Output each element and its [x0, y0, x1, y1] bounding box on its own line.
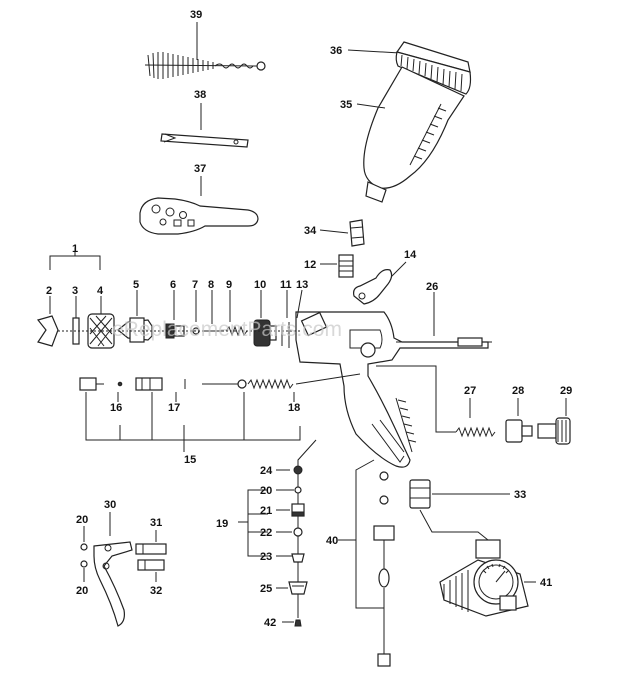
callout-10: 10 — [254, 279, 266, 291]
callout-38: 38 — [194, 89, 206, 101]
callout-11: 11 — [280, 279, 292, 291]
callout-40: 40 — [326, 535, 338, 547]
air-valve-assembly — [79, 373, 361, 452]
callout-37: 37 — [194, 163, 206, 175]
callout-4: 4 — [97, 285, 104, 297]
callout-8: 8 — [208, 279, 214, 291]
cleaning-brush — [144, 22, 266, 79]
callout-6: 6 — [170, 279, 176, 291]
pattern-adjuster — [376, 365, 571, 445]
callout-30: 30 — [104, 499, 116, 511]
callout-7: 7 — [192, 279, 198, 291]
callout-23: 23 — [260, 551, 272, 563]
air-inlet-parts — [238, 439, 317, 627]
callout-41: 41 — [540, 577, 552, 589]
callout-36: 36 — [330, 45, 342, 57]
fluid-needle — [396, 292, 492, 347]
callout-15: 15 — [184, 454, 196, 466]
callout-27: 27 — [464, 385, 476, 397]
callout-31: 31 — [150, 517, 162, 529]
callout-39: 39 — [190, 9, 202, 21]
callout-3: 3 — [72, 285, 78, 297]
callout-34: 34 — [304, 225, 317, 237]
callout-2: 2 — [46, 285, 52, 297]
spray-gun-wrench — [139, 176, 259, 235]
air-fittings — [338, 459, 510, 667]
callout-28: 28 — [512, 385, 524, 397]
callout-35: 35 — [340, 99, 352, 111]
callout-26: 26 — [426, 281, 438, 293]
callout-9: 9 — [226, 279, 232, 291]
paint-cup — [347, 41, 472, 203]
callout-1: 1 — [72, 243, 78, 255]
callout-22: 22 — [260, 527, 272, 539]
callout-13: 13 — [296, 279, 308, 291]
callout-5: 5 — [133, 279, 139, 291]
callout-16: 16 — [110, 402, 122, 414]
callout-42: 42 — [264, 617, 276, 629]
trigger-assembly — [80, 512, 167, 627]
watermark: eReplacementParts.com — [112, 318, 342, 341]
nozzle-assembly — [36, 248, 303, 349]
callout-29: 29 — [560, 385, 572, 397]
callout-labels: 1 2 3 4 5 6 7 8 9 10 11 12 13 14 15 16 1… — [46, 9, 572, 629]
callout-33: 33 — [514, 489, 526, 501]
callout-25: 25 — [260, 583, 272, 595]
spray-gun-body — [295, 311, 489, 468]
callout-12: 12 — [304, 259, 316, 271]
callout-19: 19 — [216, 518, 228, 530]
cup-adapter — [319, 219, 365, 247]
callout-32: 32 — [150, 585, 162, 597]
callout-20-a: 20 — [260, 485, 272, 497]
callout-20-c: 20 — [76, 585, 88, 597]
callout-14: 14 — [404, 249, 417, 261]
callout-21: 21 — [260, 505, 272, 517]
fluid-inlet-fitting — [320, 254, 354, 278]
callout-20-b: 20 — [76, 514, 88, 526]
callout-17: 17 — [168, 402, 180, 414]
cleaning-pick — [160, 103, 249, 148]
air-regulator — [439, 539, 536, 617]
callout-18: 18 — [288, 402, 300, 414]
callout-24: 24 — [260, 465, 273, 477]
trigger-hook — [353, 261, 407, 305]
